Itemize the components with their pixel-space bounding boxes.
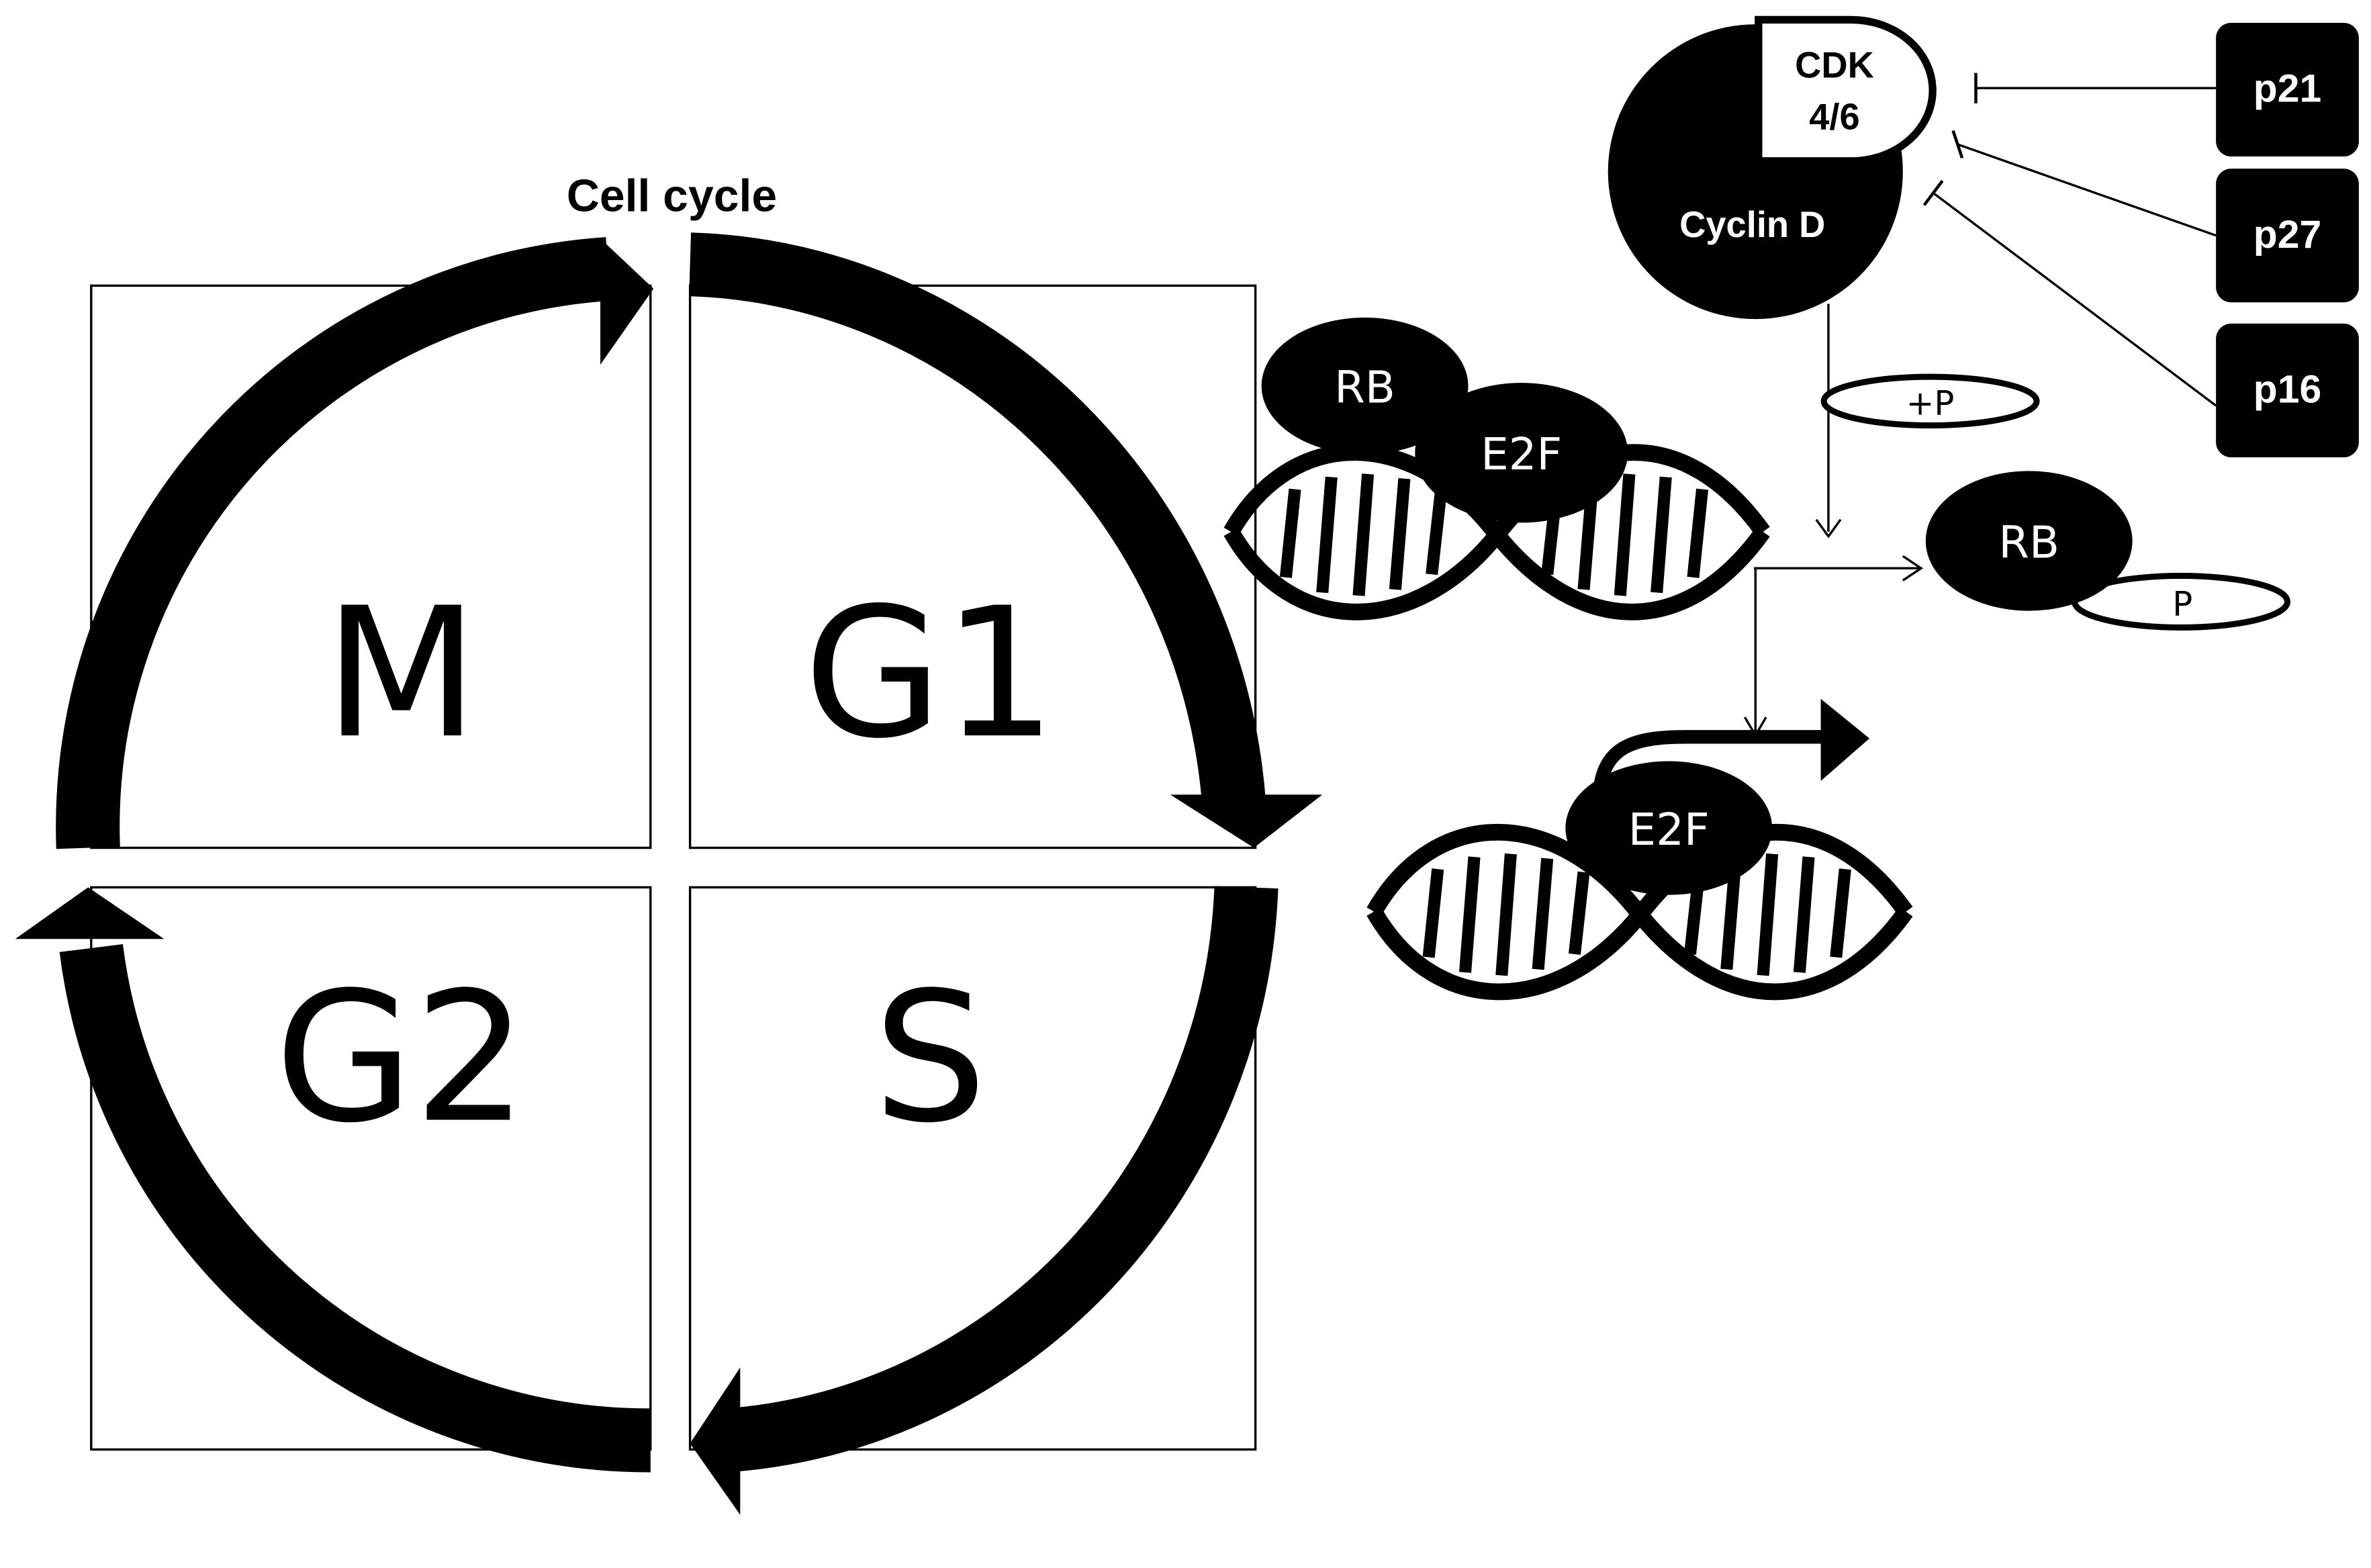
rb-e2f-dna-complex: RB E2F (1223, 317, 1770, 620)
m-phase-label: M (324, 569, 478, 778)
phosphorylated-rb: RB P (1925, 471, 2291, 631)
rb-release-arrowhead (1902, 555, 1924, 582)
g2-arrowhead (15, 887, 165, 939)
p16-box (2216, 323, 2359, 458)
s-arrowhead (690, 1367, 741, 1515)
e2f-free-label: E2F (1628, 804, 1710, 856)
g1-phase-label: G1 (804, 569, 1057, 778)
g2-phase-label: G2 (275, 954, 528, 1162)
plus-p-oval (1820, 373, 2040, 429)
dna-helix-upper (1223, 444, 1770, 620)
s-phase-label: S (873, 954, 987, 1162)
s-arc-arrow (724, 886, 1279, 1473)
cell-cycle-wheel: Cell cycle M G1 G2 S (15, 171, 1323, 1515)
e2f-free-shape (1565, 761, 1773, 895)
p27-label: p27 (2253, 213, 2321, 257)
p27-inhibition-bar (1951, 130, 1964, 159)
g1-arc-arrow (689, 232, 1266, 808)
p16-label: p16 (2253, 368, 2321, 412)
cdk-number-label: 4/6 (1809, 96, 1859, 137)
phospho-rb-shape (1925, 471, 2133, 611)
plus-p-label: +P (1906, 384, 1955, 423)
cyclin-d-label: Cyclin D (1679, 204, 1825, 245)
rb-shape (1261, 317, 1469, 455)
p16-inhibition-line (1933, 191, 2217, 407)
phosphorylation-pathway: +P (1743, 304, 2040, 738)
cdk-4-6-shape (1755, 15, 1937, 165)
p27-box (2216, 169, 2359, 303)
m-arrowhead (600, 238, 654, 365)
p16-inhibition-bar (1922, 179, 1944, 206)
cell-cycle-title: Cell cycle (567, 171, 777, 222)
e2f-bound-shape (1415, 383, 1628, 523)
cdk-label: CDK (1795, 44, 1874, 85)
cyclin-d-cdk-complex: CDK 4/6 Cyclin D (1608, 15, 1937, 320)
p21-box (2216, 22, 2359, 157)
p21-label: p21 (2253, 67, 2321, 111)
inhibitors: p21 p27 p16 (1922, 22, 2359, 458)
phospho-rb-label: RB (1998, 517, 2059, 568)
g2-arc-arrow (59, 943, 651, 1473)
g1-arrowhead (1170, 794, 1323, 848)
dna-helix-lower (1366, 823, 1913, 1001)
p27-inhibition-line (1957, 143, 2217, 237)
transcription-arrowhead (1820, 698, 1870, 781)
phospho-p-label: P (2172, 584, 2192, 623)
m-arc-arrow (56, 237, 610, 849)
e2f-bound-label: E2F (1481, 429, 1562, 480)
phosphorylation-arrowhead (1815, 518, 1842, 539)
rb-label: RB (1334, 363, 1395, 414)
e2f-transcription-complex: E2F (1366, 698, 1913, 1001)
